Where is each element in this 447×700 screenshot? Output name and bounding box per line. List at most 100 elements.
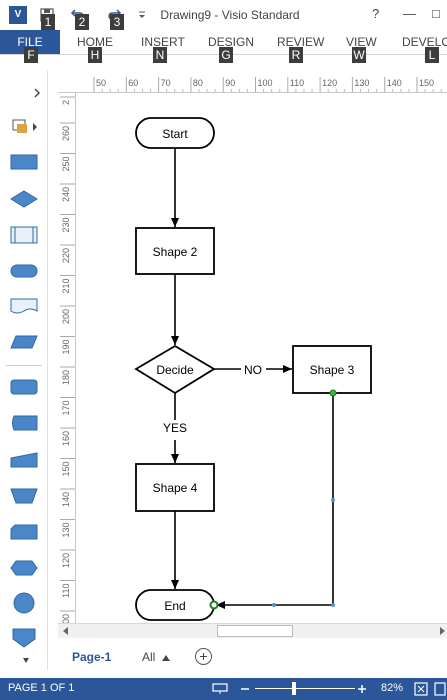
connector-corner-handle[interactable] — [331, 603, 335, 607]
zoom-in-icon[interactable] — [357, 684, 367, 694]
ruler-label: 180 — [61, 370, 71, 385]
shape2-label: Shape 2 — [153, 245, 198, 259]
flowchart-diagram: Start Shape 2 Decide NO Shape 3 YES Shap… — [134, 117, 372, 621]
ribbon-tabs: FILE HOME INSERT DESIGN REVIEW VIEW DEVE… — [0, 30, 447, 54]
shape2-process[interactable] — [135, 227, 215, 275]
ruler-label: 120 — [322, 78, 337, 88]
keytip-design: G — [219, 47, 233, 63]
keytip-file: F — [24, 47, 38, 63]
ruler-label: 140 — [61, 492, 71, 507]
keytip-view: W — [352, 47, 366, 63]
preparation-shape-icon[interactable] — [10, 560, 38, 576]
page-tabs-bar: Page-1 All + — [58, 638, 447, 678]
ruler-label: 110 — [290, 78, 304, 88]
window-title: Drawing9 - Visio Standard — [160, 8, 300, 22]
presentation-mode-icon[interactable] — [212, 683, 228, 695]
manual-input-shape-icon[interactable] — [10, 452, 38, 468]
tab-design[interactable]: DESIGN — [208, 35, 255, 49]
keytip-redo: 3 — [110, 14, 124, 30]
keytip-undo: 2 — [75, 14, 89, 30]
document-shape-icon[interactable] — [10, 298, 38, 316]
start-shape[interactable] — [135, 117, 215, 149]
off-page-reference-shape-icon[interactable] — [10, 628, 38, 648]
vertical-ruler: 2602502402302202102001901801701601501401… — [58, 93, 76, 623]
expand-panel-icon[interactable] — [33, 88, 41, 98]
add-page-button[interactable]: + — [195, 648, 212, 665]
tab-home[interactable]: HOME — [77, 35, 113, 49]
start-label: Start — [162, 127, 188, 141]
fit-page-icon[interactable] — [414, 682, 428, 696]
scroll-down-icon[interactable] — [23, 658, 29, 663]
tab-review[interactable]: REVIEW — [277, 35, 325, 49]
decide-label: Decide — [156, 363, 194, 377]
connector-midpoint-handle[interactable] — [331, 498, 335, 502]
customize-qat-icon[interactable] — [135, 8, 149, 22]
terminator-shape-icon[interactable] — [10, 264, 38, 278]
connector-shape-icon[interactable] — [10, 592, 38, 614]
ruler-label: 130 — [354, 78, 369, 88]
scroll-thumb[interactable] — [217, 625, 293, 637]
ruler-label: 90 — [225, 78, 235, 88]
keytip-review: R — [289, 47, 303, 63]
ruler-label: 200 — [61, 309, 71, 324]
tab-file[interactable]: FILE — [0, 30, 60, 54]
ruler-label: 120 — [61, 553, 71, 568]
visio-app-icon[interactable]: V — [9, 6, 27, 24]
switch-windows-icon[interactable] — [434, 682, 446, 696]
all-pages-label: All — [142, 650, 156, 664]
more-shapes-icon[interactable] — [12, 118, 40, 136]
external-data-shape-icon[interactable] — [10, 415, 38, 431]
zoom-level[interactable]: 82% — [381, 682, 404, 694]
drawing-canvas[interactable]: Start Shape 2 Decide NO Shape 3 YES Shap… — [76, 94, 447, 623]
shape4-process[interactable] — [135, 463, 215, 512]
shape3-label: Shape 3 — [310, 363, 355, 377]
page-tab-1[interactable]: Page-1 — [72, 650, 112, 664]
horizontal-scrollbar[interactable] — [58, 623, 447, 638]
status-bar: PAGE 1 OF 1 82% — [0, 678, 447, 700]
help-button[interactable]: ? — [372, 6, 380, 21]
title-bar: V 1 2 3 Drawing9 - Visio Standard ? — □ — [0, 0, 447, 30]
zoom-slider-track[interactable] — [255, 688, 355, 689]
zoom-slider-thumb[interactable] — [292, 682, 296, 695]
caret-up-icon — [161, 655, 170, 661]
horizontal-ruler: 506070809010011012013014015016 — [58, 75, 447, 93]
data-shape-icon[interactable] — [10, 335, 38, 349]
restore-button[interactable]: □ — [432, 6, 440, 21]
ruler-label: 150 — [61, 462, 71, 477]
all-pages-tab[interactable]: All — [142, 650, 170, 664]
tab-view[interactable]: VIEW — [346, 35, 377, 49]
card-shape-icon[interactable] — [10, 524, 38, 540]
ruler-label: 190 — [61, 340, 71, 355]
page-info[interactable]: PAGE 1 OF 1 — [8, 682, 75, 694]
connector-midpoint-handle[interactable] — [272, 603, 276, 607]
scroll-left-icon[interactable] — [63, 627, 69, 635]
ruler-label: 100 — [61, 614, 71, 623]
ruler-label: 150 — [419, 78, 434, 88]
zoom-out-icon[interactable] — [240, 684, 250, 694]
subprocess-shape-icon[interactable] — [10, 226, 38, 244]
connection-point-handle[interactable] — [209, 600, 219, 610]
ruler-label: 50 — [96, 78, 106, 88]
connector-shape3-end[interactable] — [216, 393, 334, 609]
ruler-label: 2 — [61, 100, 71, 105]
yes-label: YES — [163, 421, 187, 435]
ruler-label: 60 — [128, 78, 138, 88]
ruler-label: 110 — [61, 584, 71, 598]
tab-insert[interactable]: INSERT — [141, 35, 185, 49]
decision-shape-icon[interactable] — [10, 190, 38, 208]
scroll-right-icon[interactable] — [440, 627, 446, 635]
ruler-label: 160 — [61, 431, 71, 446]
manual-operation-shape-icon[interactable] — [10, 488, 38, 504]
keytip-developer: L — [425, 47, 439, 63]
keytip-save: 1 — [41, 14, 55, 30]
shape4-label: Shape 4 — [153, 481, 198, 495]
tab-developer[interactable]: DEVELO — [402, 35, 447, 49]
process-shape-icon[interactable] — [10, 154, 38, 170]
minimize-button[interactable]: — — [403, 6, 416, 21]
ruler-label: 140 — [387, 78, 402, 88]
ruler-label: 260 — [61, 126, 71, 141]
ruler-label: 130 — [61, 523, 71, 538]
decide-shape[interactable] — [134, 344, 216, 395]
connection-point-handle[interactable] — [329, 389, 337, 397]
database-shape-icon[interactable] — [10, 379, 38, 395]
